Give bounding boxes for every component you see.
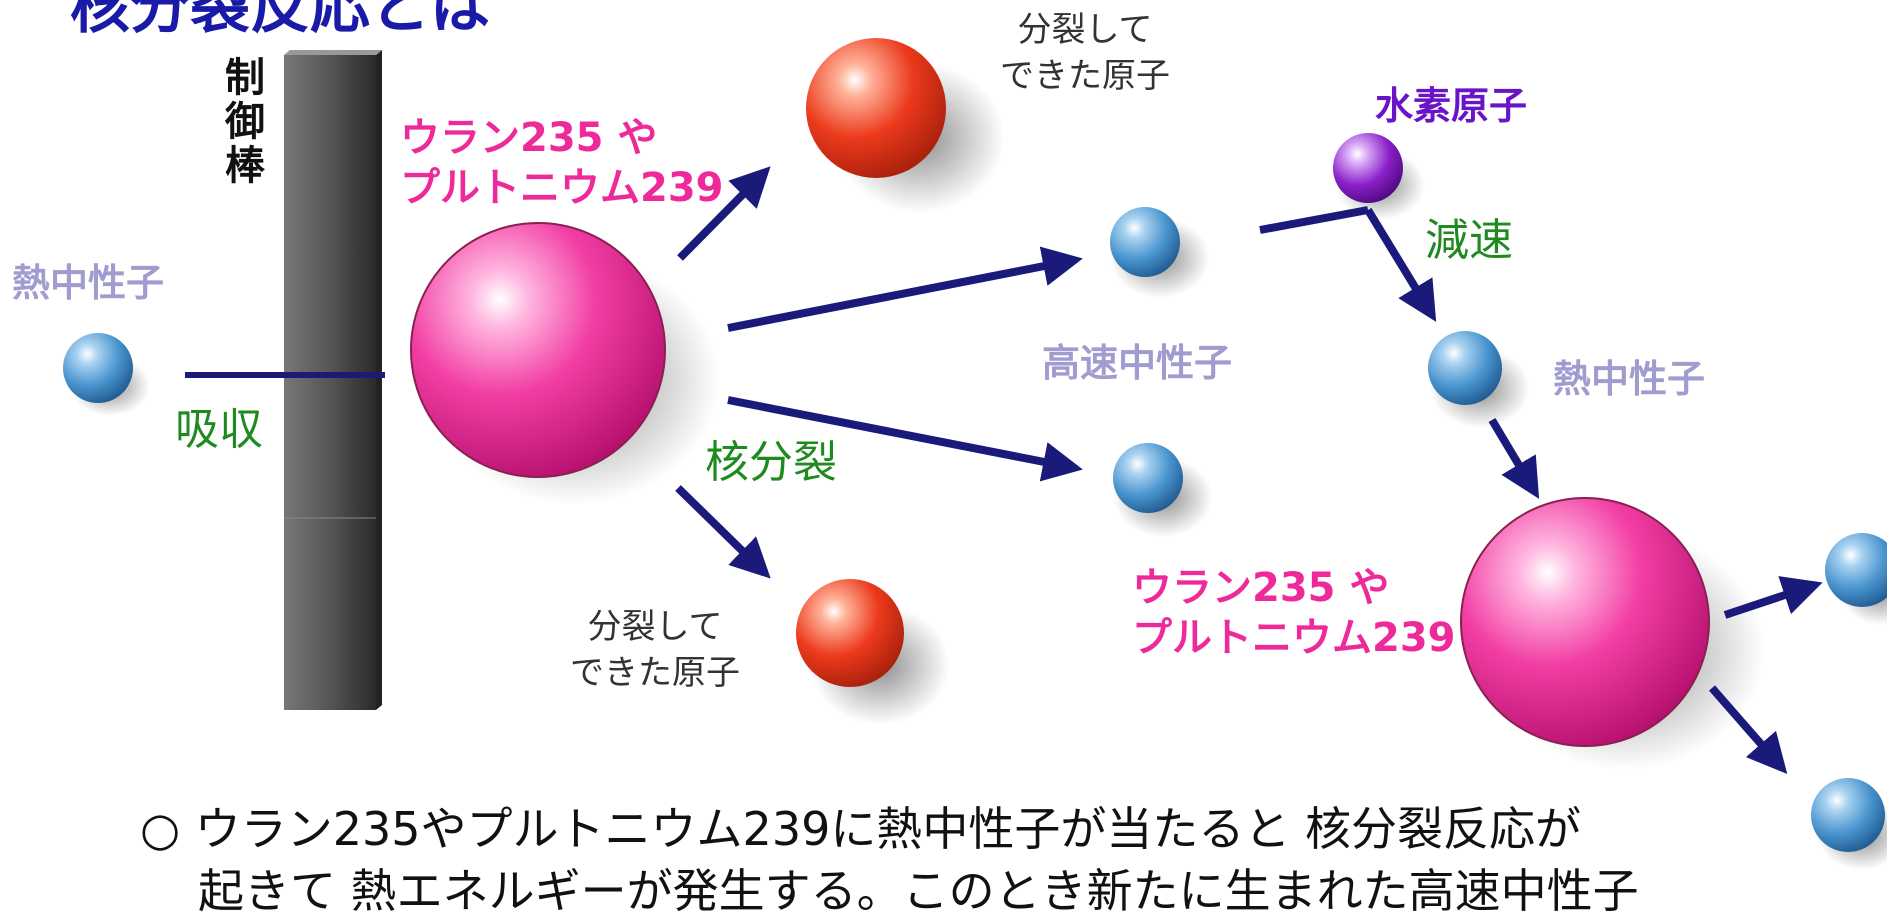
label-fuel-bottom-line2: プルトニウム239 <box>1132 615 1456 661</box>
arrow-to-fast-neutron-upper <box>727 246 1083 332</box>
arrow-to-fragment-top <box>677 166 771 261</box>
arrows <box>675 166 1823 775</box>
arrow-slowdown <box>1364 207 1437 322</box>
diagram-graphics <box>63 38 1887 870</box>
label-thermal-neutron-left: 熱中性子 <box>12 261 165 305</box>
label-absorb: 吸収 <box>175 404 263 455</box>
thermal-neutron-left <box>63 333 150 416</box>
fast-neutron-upper <box>1110 207 1210 298</box>
fragment-atom-top <box>806 38 1005 213</box>
label-slowdown: 減速 <box>1425 215 1513 266</box>
arrow-to-fragment-bottom <box>675 485 771 579</box>
arrow-right-upper <box>1723 576 1823 619</box>
fast-neutron-lower <box>1113 443 1213 537</box>
diagram-title: 核分裂反応とは <box>70 0 490 42</box>
arrow-right-lower <box>1708 685 1788 775</box>
label-fuel-top-line2: プルトニウム239 <box>400 165 724 211</box>
arrow-to-fast-neutron-lower <box>727 396 1083 482</box>
neutron-far-right-lower <box>1811 778 1887 870</box>
hydrogen-atom <box>1333 133 1425 220</box>
control-rod-label: 制 御 棒 <box>225 55 265 189</box>
fragment-atom-bottom <box>796 579 950 725</box>
label-fuel-top-line1: ウラン235 や <box>400 115 658 161</box>
control-rod <box>284 50 382 710</box>
arrow-to-fuel-bottom <box>1488 417 1540 499</box>
fuel-nucleus-bottom <box>1460 497 1765 770</box>
caption-line2: 起きて 熱エネルギーが発生する。このとき新たに生まれた高速中性子 <box>198 864 1639 919</box>
label-thermal-neutron-right: 熱中性子 <box>1553 357 1706 401</box>
label-fragment-bottom: 分裂して できた原子 <box>570 607 740 693</box>
label-fragment-top: 分裂して できた原子 <box>1000 10 1170 96</box>
label-fission: 核分裂 <box>705 437 837 488</box>
caption-line1: ○ ウラン235やプルトニウム239に熱中性子が当たると 核分裂反応が <box>140 802 1581 856</box>
caption: ○ ウラン235やプルトニウム239に熱中性子が当たると 核分裂反応が 起きて … <box>140 798 1740 922</box>
label-fuel-bottom-line1: ウラン235 や <box>1132 565 1390 611</box>
label-fast-neutron: 高速中性子 <box>1042 341 1233 385</box>
fission-diagram: 核分裂反応とは <box>12 0 1887 918</box>
label-hydrogen: 水素原子 <box>1375 84 1528 128</box>
fuel-nucleus-top <box>410 222 720 505</box>
slowdown-path <box>1259 206 1369 234</box>
thermal-neutron-right <box>1428 331 1530 428</box>
neutron-far-right-upper <box>1825 533 1887 625</box>
